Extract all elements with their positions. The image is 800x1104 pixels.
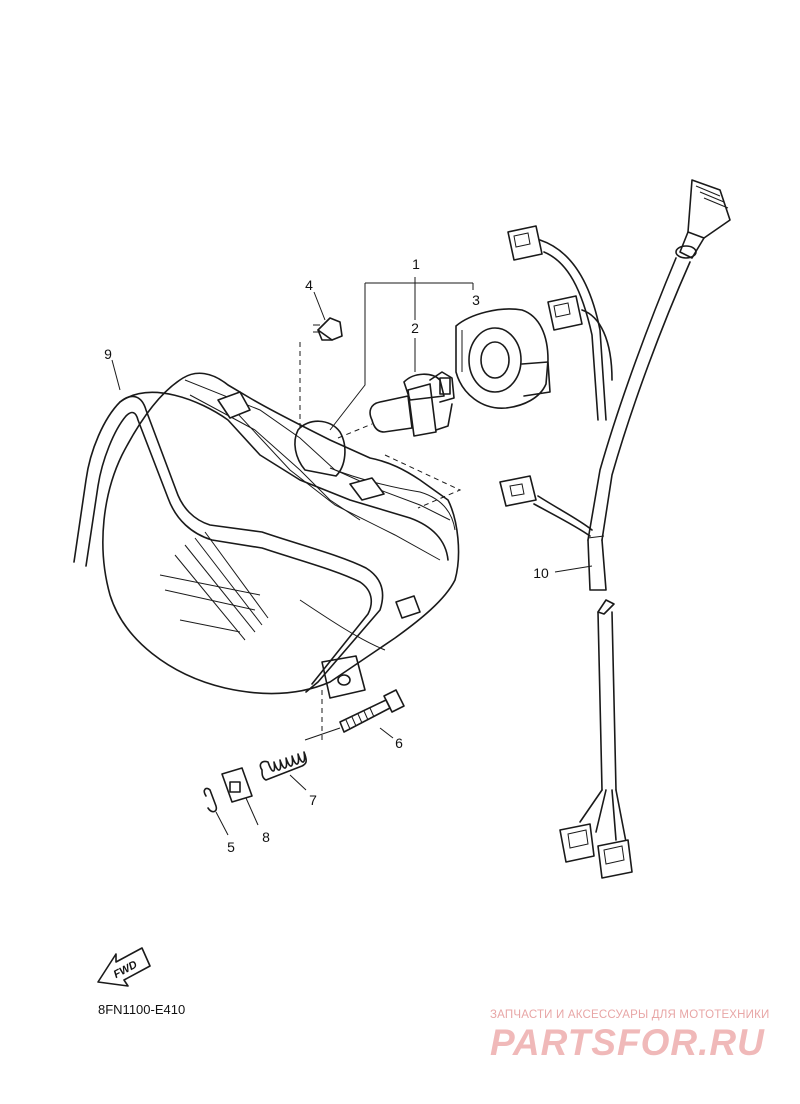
callout-10: 10: [533, 565, 549, 581]
spring: [259, 751, 307, 781]
clip-nut: [221, 767, 253, 803]
adjusting-bolt: [339, 689, 405, 733]
callout-7: 7: [309, 792, 317, 808]
callout-6: 6: [395, 735, 403, 751]
headlight-bulb: [369, 371, 455, 437]
callout-1: 1: [412, 256, 420, 272]
callout-2: 2: [411, 320, 419, 336]
headlight-wire-harness: [499, 179, 731, 879]
spring-clip: [203, 787, 218, 813]
callout-5: 5: [227, 839, 235, 855]
headlight-wire-bracket: [73, 391, 449, 693]
watermark-tagline: ЗАПЧАСТИ И АКСЕССУАРЫ ДЛЯ МОТОТЕХНИКИ: [490, 1009, 770, 1021]
headlight-housing: [102, 372, 460, 699]
forward-arrow-icon: FWD: [97, 947, 151, 987]
socket-cover: [455, 308, 551, 409]
diagram-part-code: 8FN1100-E410: [98, 1002, 186, 1017]
position-bulb-holder: [313, 317, 343, 341]
leader-lines: [111, 277, 593, 836]
callout-labels: 1 2 3 4 5 6 7 8 9 10: [104, 256, 549, 855]
watermark-brand: PARTSFOR.RU: [490, 1022, 765, 1063]
callout-8: 8: [262, 829, 270, 845]
callout-9: 9: [104, 346, 112, 362]
callout-3: 3: [472, 292, 480, 308]
callout-4: 4: [305, 277, 313, 293]
